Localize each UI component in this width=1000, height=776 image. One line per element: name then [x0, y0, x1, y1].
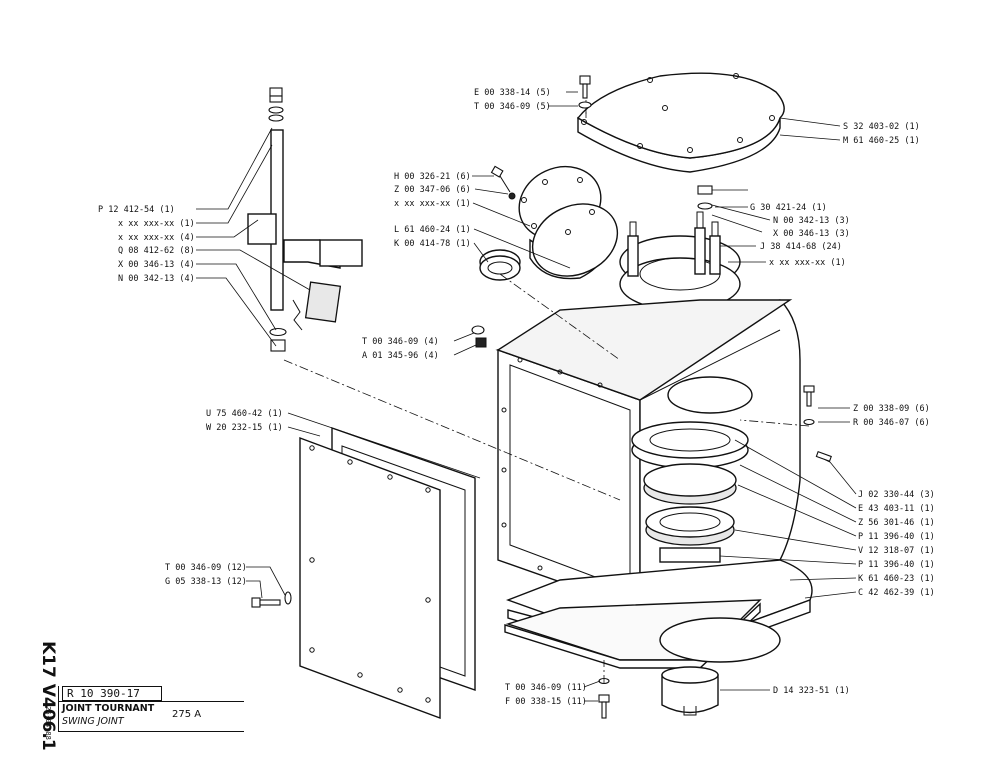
callout: X 00 346-13 (3): [773, 229, 850, 239]
title-english: SWING JOINT: [62, 716, 124, 727]
callout: U 75 460-42 (1): [206, 409, 283, 419]
callout: x xx xxx-xx (1): [394, 199, 471, 209]
small-bolt-washer: [471, 325, 487, 348]
callout: Z 56 301-46 (1): [858, 518, 935, 528]
callout: N 00 342-13 (3): [773, 216, 850, 226]
callout: M 61 460-25 (1): [843, 136, 920, 146]
top-cover-plate: [576, 72, 785, 173]
callout: K 00 414-78 (1): [394, 239, 471, 249]
callout: F 00 338-15 (11): [505, 697, 587, 707]
callout: P 11 396-40 (1): [858, 532, 935, 542]
callout: x xx xxx-xx (4): [118, 233, 195, 243]
callout: R 00 346-07 (6): [853, 418, 930, 428]
leader-lines: [196, 91, 857, 702]
assembly-centre-lines: [283, 108, 810, 684]
bottom-bolt: [598, 677, 610, 719]
callout: X 00 346-13 (4): [118, 260, 195, 270]
machine-model: 275 A: [172, 709, 202, 720]
callout: S 32 403-02 (1): [843, 122, 920, 132]
callout-labels: E 00 338-14 (5) T 00 346-09 (5) S 32 403…: [98, 88, 935, 707]
callout: T 00 346-09 (4): [362, 337, 439, 347]
callout: J 02 330-44 (3): [858, 490, 935, 500]
side-flange-cover: [518, 165, 619, 280]
electrical-block: [619, 211, 741, 311]
inspection-cover-plate: [299, 436, 441, 720]
date-text: 26-04-88: [43, 706, 52, 740]
callout: Z 00 347-06 (6): [394, 185, 471, 195]
callout: G 05 338-13 (12): [165, 577, 247, 587]
callout: P 12 412-54 (1): [98, 205, 175, 215]
callout: K 61 460-23 (1): [858, 574, 935, 584]
title-divider: [58, 686, 59, 732]
callout: x xx xxx-xx (1): [769, 258, 846, 268]
callout: N 00 342-13 (4): [118, 274, 195, 284]
callout: P 11 396-40 (1): [858, 560, 935, 570]
callout: D 14 323-51 (1): [773, 686, 850, 696]
sealing-ring: [479, 249, 521, 281]
rotary-collector: [631, 376, 753, 563]
callout: x xx xxx-xx (1): [118, 219, 195, 229]
callout: C 42 462-39 (1): [858, 588, 935, 598]
callout: W 20 232-15 (1): [206, 423, 283, 433]
top-bolt: [578, 75, 592, 109]
callout: T 00 346-09 (12): [165, 563, 247, 573]
cover-bolt: [251, 591, 292, 608]
side-set-bolt: [803, 385, 832, 463]
callout: T 00 346-09 (5): [474, 102, 551, 112]
flange-bolt: [490, 165, 516, 200]
callout: G 30 421-24 (1): [750, 203, 827, 213]
drawing-reference: R 10 390-17: [62, 686, 162, 701]
control-lever-assembly: [247, 87, 363, 352]
callout: V 12 318-07 (1): [858, 546, 935, 556]
callout: Z 00 338-09 (6): [853, 404, 930, 414]
callout: T 00 346-09 (11): [505, 683, 587, 693]
callout: L 61 460-24 (1): [394, 225, 471, 235]
callout: H 00 326-21 (6): [394, 172, 471, 182]
top-nut-stack: [697, 185, 713, 210]
title-divider: [58, 701, 244, 702]
callout: A 01 345-96 (4): [362, 351, 439, 361]
callout: Q 08 412-62 (8): [118, 246, 195, 256]
callout: E 00 338-14 (5): [474, 88, 551, 98]
callout: J 38 414-68 (24): [760, 242, 842, 252]
bottom-spigot: [659, 617, 781, 716]
title-divider: [58, 731, 244, 732]
title-french: JOINT TOURNANT: [62, 703, 155, 714]
callout: E 43 403-11 (1): [858, 504, 935, 514]
